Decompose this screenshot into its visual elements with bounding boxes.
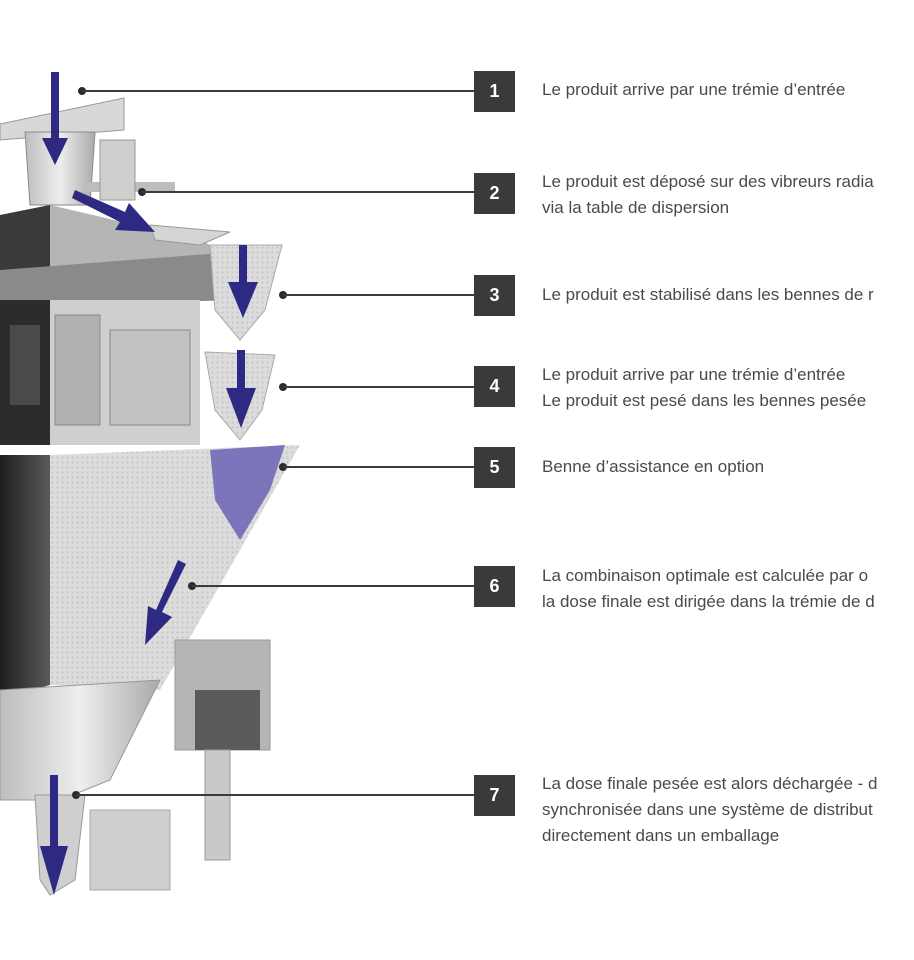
callout-line	[142, 191, 474, 193]
step-description-5: Benne d’assistance en option	[542, 454, 914, 480]
description-line: Benne d’assistance en option	[542, 457, 765, 476]
description-line: Le produit est déposé sur des vibreurs r…	[542, 172, 874, 191]
callout-line	[283, 386, 474, 388]
arrow-down-icon	[40, 775, 68, 895]
step-description-1: Le produit arrive par une trémie d’entré…	[542, 77, 914, 103]
arrow-down-icon	[226, 350, 256, 428]
optional-assist-bucket	[210, 445, 285, 540]
description-line: Le produit arrive par une trémie d’entré…	[542, 80, 846, 99]
description-line: La dose finale pesée est alors déchargée…	[542, 774, 878, 793]
callout-line	[283, 466, 474, 468]
step-badge-4: 4	[474, 366, 515, 407]
arrow-down-icon	[228, 245, 258, 318]
description-line: Le produit arrive par une trémie d’entré…	[542, 365, 846, 384]
dispersion-table	[0, 205, 260, 305]
multihead-weigher-illustration	[0, 72, 300, 896]
arrow-diagonal-icon	[145, 560, 186, 645]
step-badge-3: 3	[474, 275, 515, 316]
description-line: La combinaison optimale est calculée par…	[542, 566, 869, 585]
step-badge-5: 5	[474, 447, 515, 488]
description-line: via la table de dispersion	[542, 198, 730, 217]
step-description-7: La dose finale pesée est alors déchargée…	[542, 771, 914, 849]
flow-arrows	[40, 72, 258, 895]
step-description-6: La combinaison optimale est calculée par…	[542, 563, 914, 615]
callout-line	[76, 794, 474, 796]
callout-line	[192, 585, 474, 587]
callout-line	[283, 294, 474, 296]
description-line: Le produit est pesé dans les bennes pesé…	[542, 391, 867, 410]
weigher-body	[0, 300, 200, 445]
step-badge-6: 6	[474, 566, 515, 607]
step-description-4: Le produit arrive par une trémie d’entré…	[542, 362, 914, 414]
description-line: synchronisée dans une système de distrib…	[542, 800, 873, 819]
step-description-2: Le produit est déposé sur des vibreurs r…	[542, 169, 914, 221]
arrow-diagonal-icon	[72, 190, 155, 232]
step-badge-7: 7	[474, 775, 515, 816]
support-frame	[89, 639, 271, 891]
step-badge-1: 1	[474, 71, 515, 112]
description-line: Le produit est stabilisé dans les bennes…	[542, 285, 874, 304]
callout-line	[82, 90, 474, 92]
inlet-hopper	[0, 97, 175, 206]
description-line: la dose finale est dirigée dans la trémi…	[542, 592, 875, 611]
step-description-3: Le produit est stabilisé dans les bennes…	[542, 282, 914, 308]
step-badge-2: 2	[474, 173, 515, 214]
description-line: directement dans un emballage	[542, 826, 780, 845]
arrow-down-icon	[42, 72, 68, 165]
